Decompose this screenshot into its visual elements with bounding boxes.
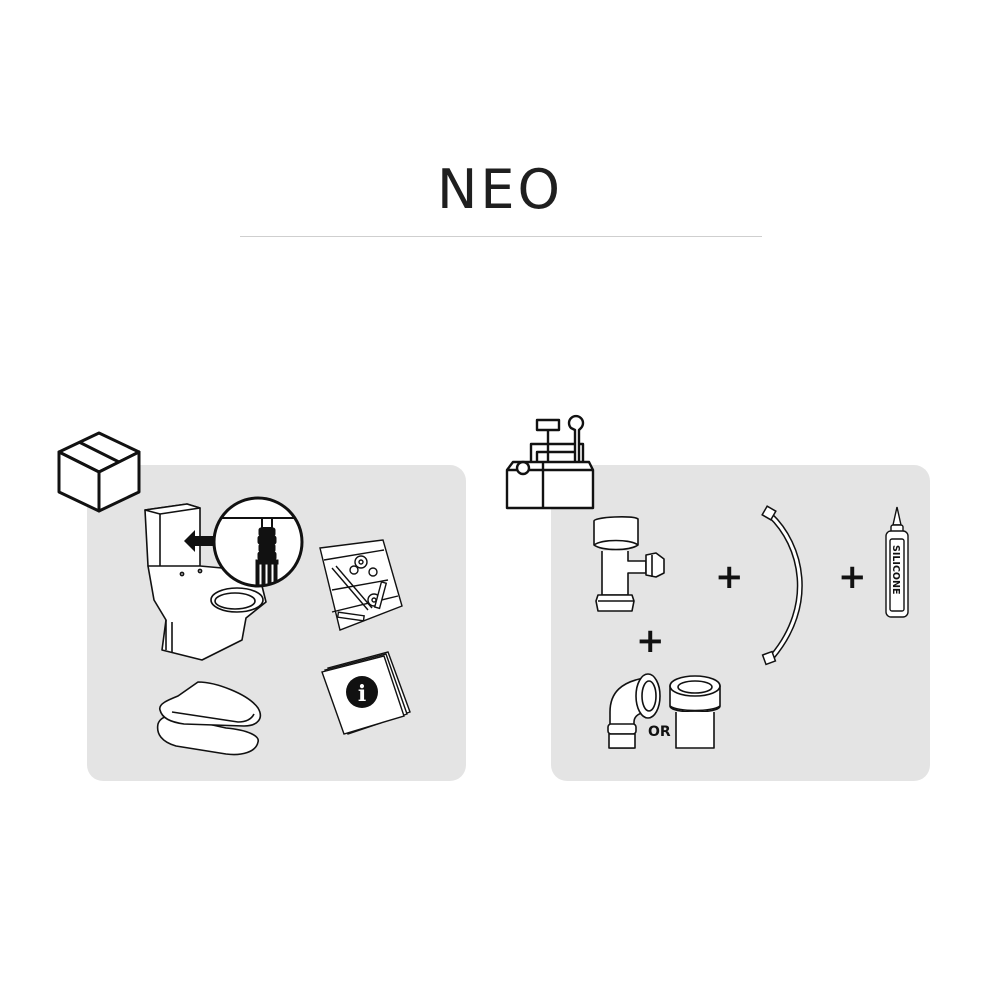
angle-valve-icon (590, 515, 670, 615)
plus-icon: + (636, 621, 665, 661)
toilet-icon (142, 500, 268, 662)
info-badge: i (358, 681, 366, 707)
info-booklet-icon: i (320, 646, 412, 735)
silicone-tube-icon: SILICONE (882, 505, 912, 619)
box-icon (56, 430, 142, 514)
straight-pipe-icon (668, 674, 722, 752)
page-title: NEO (436, 158, 564, 221)
plus-icon: + (715, 557, 744, 597)
magnifier-detail-icon (212, 496, 304, 588)
arrow-left-icon (184, 530, 214, 552)
silicone-label: SILICONE (890, 545, 901, 594)
toolbox-icon (505, 414, 597, 510)
or-label: OR (648, 724, 671, 740)
title-divider (240, 236, 762, 237)
elbow-pipe-icon (604, 672, 662, 752)
flexible-hose-icon (758, 505, 818, 667)
plus-icon: + (838, 557, 867, 597)
fixing-kit-icon (318, 538, 408, 632)
toilet-seat-icon (156, 678, 266, 758)
